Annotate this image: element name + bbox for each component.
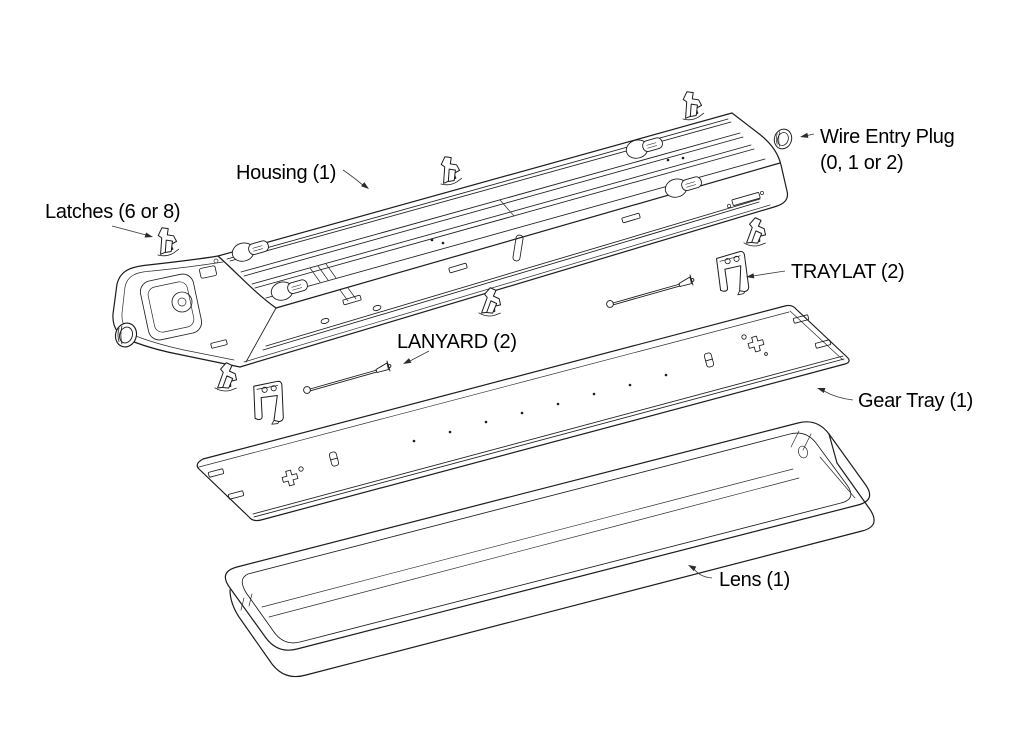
lens-label: Lens (1)	[719, 569, 790, 591]
gear-tray-wiring-holes	[412, 373, 668, 443]
lamp-holder-detail	[229, 132, 705, 304]
lens-leader-line	[693, 568, 713, 579]
latch-part	[677, 88, 706, 122]
lanyard-label: LANYARD (2)	[397, 331, 517, 353]
arrowhead-icon	[403, 358, 412, 364]
gear-tray-clamp-detail	[328, 352, 715, 467]
latch-part	[742, 216, 769, 248]
arrowhead-icon	[817, 388, 826, 393]
arrowhead-icon	[688, 565, 697, 572]
latch-part	[435, 153, 464, 187]
lanyard-part	[606, 274, 695, 308]
wire-entry-plug-leader-line	[806, 133, 815, 136]
housing-label: Housing (1)	[236, 162, 336, 184]
latch-part	[477, 286, 504, 318]
gear-tray-cross-cutout	[746, 334, 766, 354]
arrowhead-icon	[746, 273, 755, 279]
lens-part	[224, 421, 875, 678]
housing-part	[112, 112, 789, 368]
latches-label: Latches (6 or 8)	[45, 201, 180, 223]
wire-entry-plug-label-line2: (0, 1 or 2)	[820, 152, 903, 174]
housing-leader-line	[342, 169, 365, 187]
latches-leader-line	[111, 225, 147, 236]
traylat-leader-line	[752, 270, 786, 277]
housing-end-cap-left	[121, 258, 235, 361]
housing-rivet-dots	[430, 156, 685, 245]
housing-hatch-detail	[309, 263, 357, 302]
gear-tray-leader-line	[823, 390, 854, 401]
gear-tray-label: Gear Tray (1)	[858, 390, 973, 412]
arrowhead-icon	[800, 132, 809, 138]
gear-tray-part	[196, 304, 850, 522]
latch-part	[152, 224, 181, 258]
lanyard-leader-line	[409, 350, 430, 362]
wire-entry-plug-label-line1: Wire Entry Plug	[820, 126, 954, 148]
traylat-part	[251, 379, 286, 426]
arrowhead-icon	[144, 232, 153, 238]
lanyard-part	[303, 360, 392, 394]
arrowhead-icon	[361, 182, 369, 189]
gear-tray-end-slots	[207, 314, 832, 500]
part-labels: Housing (1) Latches (6 or 8) Wire Entry …	[45, 126, 973, 591]
leader-lines	[111, 132, 854, 579]
wire-entry-plug-part	[771, 126, 795, 152]
gear-tray-cross-cutout	[280, 468, 300, 488]
traylat-part	[715, 250, 750, 297]
housing-front-slots	[210, 191, 764, 349]
traylat-label: TRAYLAT (2)	[791, 261, 904, 283]
wire-entry-plug-part	[111, 319, 141, 351]
